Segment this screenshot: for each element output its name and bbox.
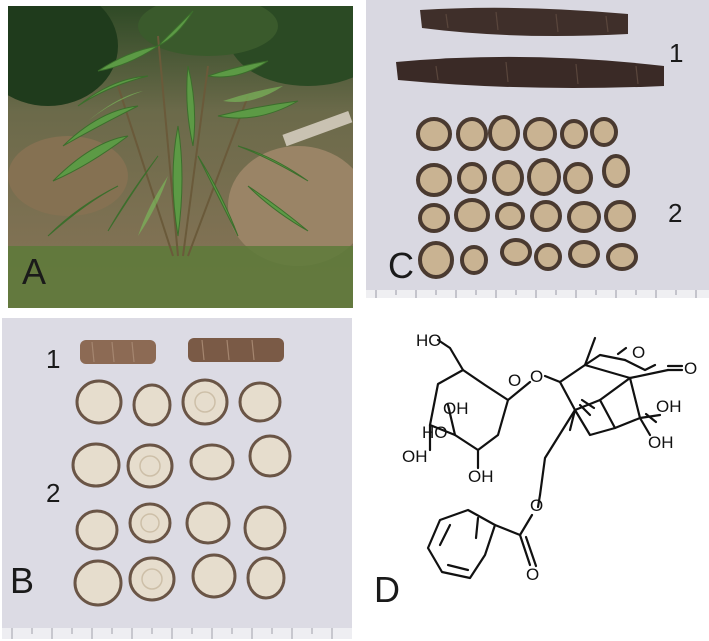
panel-a-photo: A xyxy=(8,6,353,308)
atom-ho-2: HO xyxy=(422,423,448,442)
atom-o-ester: O xyxy=(530,496,543,515)
panel-c-label: C xyxy=(388,245,414,286)
atom-oh-5: OH xyxy=(656,397,682,416)
panel-c-label-2: 2 xyxy=(668,198,683,228)
panel-a-label: A xyxy=(22,251,47,292)
panel-d-label: D xyxy=(374,569,400,610)
panel-b-photo: 1 2 B xyxy=(2,318,352,639)
atom-o-link: O xyxy=(530,367,543,386)
panel-b-label-2: 2 xyxy=(46,478,61,508)
panel-c-label-1: 1 xyxy=(669,38,684,68)
panel-b-label: B xyxy=(10,560,35,601)
plant-illustration xyxy=(8,6,353,308)
panel-b-illustration xyxy=(2,318,352,639)
chemical-structure: HO O O O O OH HO OH OH OH OH O O xyxy=(402,331,697,584)
atom-oh-1: OH xyxy=(443,399,469,418)
atom-oh-4: OH xyxy=(468,467,494,486)
panel-b-slices xyxy=(71,378,292,607)
panel-c-photo: 1 2 C xyxy=(366,0,709,298)
panel-b-label-1: 1 xyxy=(46,344,61,374)
atom-oh-6: OH xyxy=(648,433,674,452)
atom-o-ester-carbonyl: O xyxy=(526,565,539,584)
atom-o-lactone: O xyxy=(632,343,645,362)
atom-o-carbonyl: O xyxy=(684,359,697,378)
panel-c-slices xyxy=(416,115,638,279)
panel-c-illustration xyxy=(366,0,709,298)
atom-oh-3: OH xyxy=(402,447,428,466)
atom-ho-top: HO xyxy=(416,331,442,350)
atom-o-ring: O xyxy=(508,371,521,390)
panel-d-structure: HO O O O O OH HO OH OH OH OH O O D xyxy=(360,310,709,641)
